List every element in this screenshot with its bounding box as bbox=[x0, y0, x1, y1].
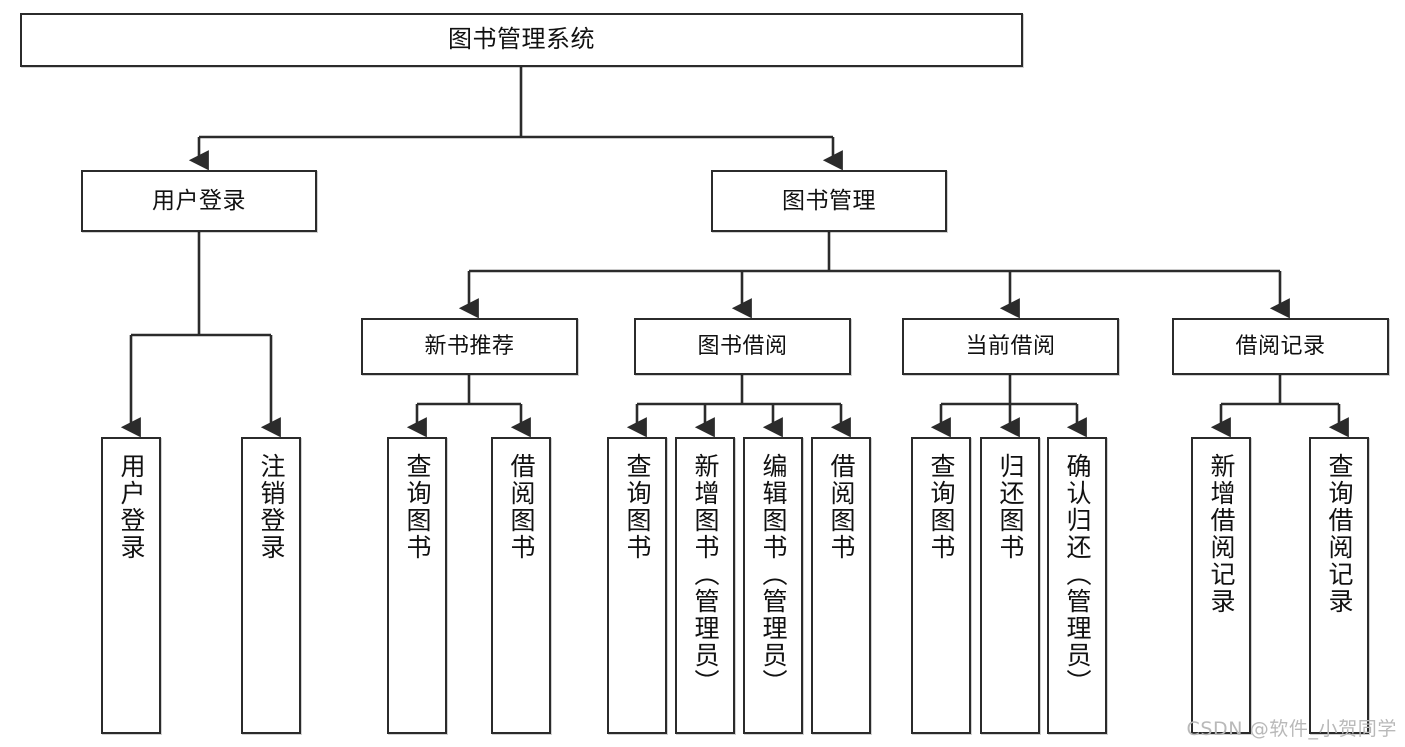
node-label: 查询图书 bbox=[403, 453, 432, 561]
node-new-book-recommend[interactable]: 新书推荐 bbox=[361, 318, 578, 375]
node-label: 用户登录 bbox=[152, 187, 246, 214]
leaf-borrow-record-add[interactable]: 新增借阅记录 bbox=[1191, 437, 1251, 734]
node-label: 归还图书 bbox=[996, 453, 1025, 561]
node-label: 借阅记录 bbox=[1235, 333, 1326, 359]
leaf-current-borrow-confirm-return[interactable]: 确认归还（管理员） bbox=[1047, 437, 1107, 734]
leaf-new-book-borrow[interactable]: 借阅图书 bbox=[491, 437, 551, 734]
node-label: 注销登录 bbox=[257, 453, 286, 561]
leaf-borrow-record-query[interactable]: 查询借阅记录 bbox=[1309, 437, 1369, 734]
node-label: 当前借阅 bbox=[965, 333, 1056, 359]
node-label: 借阅图书 bbox=[827, 453, 856, 561]
leaf-book-borrow-edit[interactable]: 编辑图书（管理员） bbox=[743, 437, 803, 734]
node-label: 新增借阅记录 bbox=[1207, 453, 1236, 615]
node-book-borrow[interactable]: 图书借阅 bbox=[634, 318, 851, 375]
node-label: 新增图书（管理员） bbox=[691, 453, 720, 696]
node-root[interactable]: 图书管理系统 bbox=[20, 13, 1023, 67]
leaf-current-borrow-return[interactable]: 归还图书 bbox=[980, 437, 1040, 734]
node-label: 图书借阅 bbox=[697, 333, 788, 359]
node-label: 查询图书 bbox=[927, 453, 956, 561]
node-label: 查询借阅记录 bbox=[1325, 453, 1354, 615]
node-label: 编辑图书（管理员） bbox=[759, 453, 788, 696]
leaf-current-borrow-query[interactable]: 查询图书 bbox=[911, 437, 971, 734]
node-label: 图书管理 bbox=[782, 187, 876, 214]
leaf-new-book-query[interactable]: 查询图书 bbox=[387, 437, 447, 734]
node-label: 新书推荐 bbox=[424, 333, 515, 359]
node-label: 确认归还（管理员） bbox=[1063, 453, 1092, 696]
leaf-user-login-login[interactable]: 用户登录 bbox=[101, 437, 161, 734]
node-label: 用户登录 bbox=[117, 453, 146, 561]
watermark: CSDN @软件_小贺同学 bbox=[1186, 718, 1397, 740]
node-current-borrow[interactable]: 当前借阅 bbox=[902, 318, 1119, 375]
node-borrow-record[interactable]: 借阅记录 bbox=[1172, 318, 1389, 375]
leaf-user-login-logout[interactable]: 注销登录 bbox=[241, 437, 301, 734]
node-label: 图书管理系统 bbox=[448, 25, 595, 54]
leaf-book-borrow-query[interactable]: 查询图书 bbox=[607, 437, 667, 734]
node-label: 借阅图书 bbox=[507, 453, 536, 561]
node-label: 查询图书 bbox=[623, 453, 652, 561]
node-book-management[interactable]: 图书管理 bbox=[711, 170, 947, 232]
leaf-book-borrow-add[interactable]: 新增图书（管理员） bbox=[675, 437, 735, 734]
leaf-book-borrow-borrow[interactable]: 借阅图书 bbox=[811, 437, 871, 734]
node-user-login[interactable]: 用户登录 bbox=[81, 170, 317, 232]
